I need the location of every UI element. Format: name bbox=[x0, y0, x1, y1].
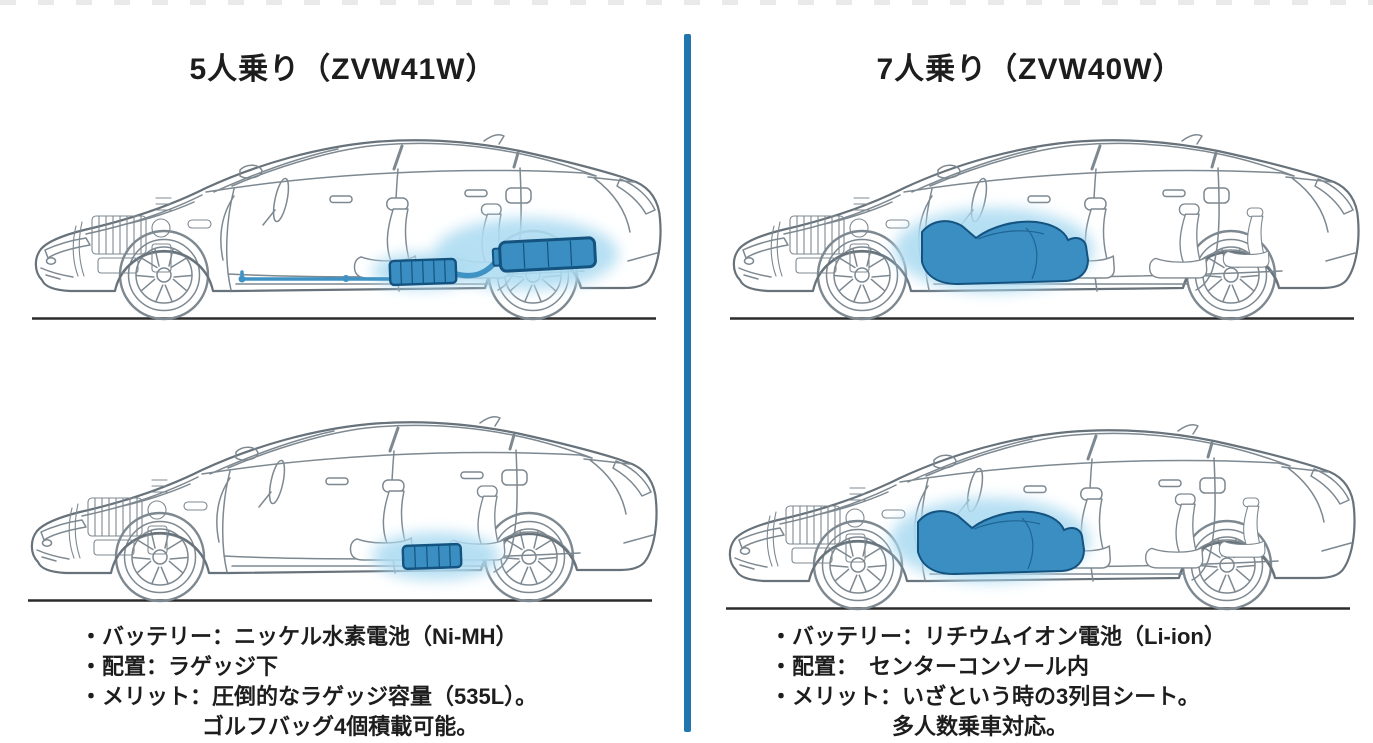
note-battery: ・バッテリー：ニッケル水素電池（Ni-MH） bbox=[80, 624, 518, 649]
note-battery: ・バッテリー：リチウムイオン電池（Li-ion） bbox=[770, 624, 1226, 649]
left-notes: ・バッテリー：ニッケル水素電池（Ni-MH） ・配置：ラゲッジ下 ・メリット：圧… bbox=[80, 622, 537, 742]
note-merit: ・メリット：いざという時の3列目シート。 bbox=[770, 684, 1200, 709]
nimh-battery-luggage-highlight bbox=[238, 218, 618, 290]
cropped-text-artifact bbox=[0, 0, 1373, 5]
right-notes: ・バッテリー：リチウムイオン電池（Li-ion） ・配置： センターコンソール内… bbox=[770, 622, 1226, 742]
diagram-7seater-battery-console-bottom bbox=[722, 398, 1362, 612]
note-location: ・配置： センターコンソール内 bbox=[770, 654, 1090, 679]
note-location: ・配置：ラゲッジ下 bbox=[80, 654, 279, 679]
diagram-7seater-battery-console-top bbox=[726, 108, 1366, 322]
note-merit: ・メリット：圧倒的なラゲッジ容量（535L）。 bbox=[80, 684, 538, 709]
nimh-battery-under-seat-highlight bbox=[372, 532, 500, 580]
diagram-5seater-battery-luggage bbox=[28, 108, 668, 322]
third-row-seat bbox=[1218, 497, 1266, 558]
third-row-seat bbox=[1222, 207, 1270, 268]
right-title: 7人乗り（ZVW40W） bbox=[876, 53, 1184, 86]
divider bbox=[684, 34, 691, 732]
note-merit-continued: ゴルフバッグ4個積載可能。 bbox=[202, 714, 479, 739]
diagram-5seater-battery-under-rear-seat bbox=[24, 390, 664, 604]
liion-battery-console-highlight bbox=[890, 498, 1090, 582]
left-title: 5人乗り（ZVW41W） bbox=[189, 53, 497, 86]
note-merit-continued: 多人数乗車対応。 bbox=[892, 714, 1069, 739]
car-cutaway-illustration bbox=[28, 417, 657, 601]
liion-battery-console-highlight bbox=[894, 208, 1094, 292]
